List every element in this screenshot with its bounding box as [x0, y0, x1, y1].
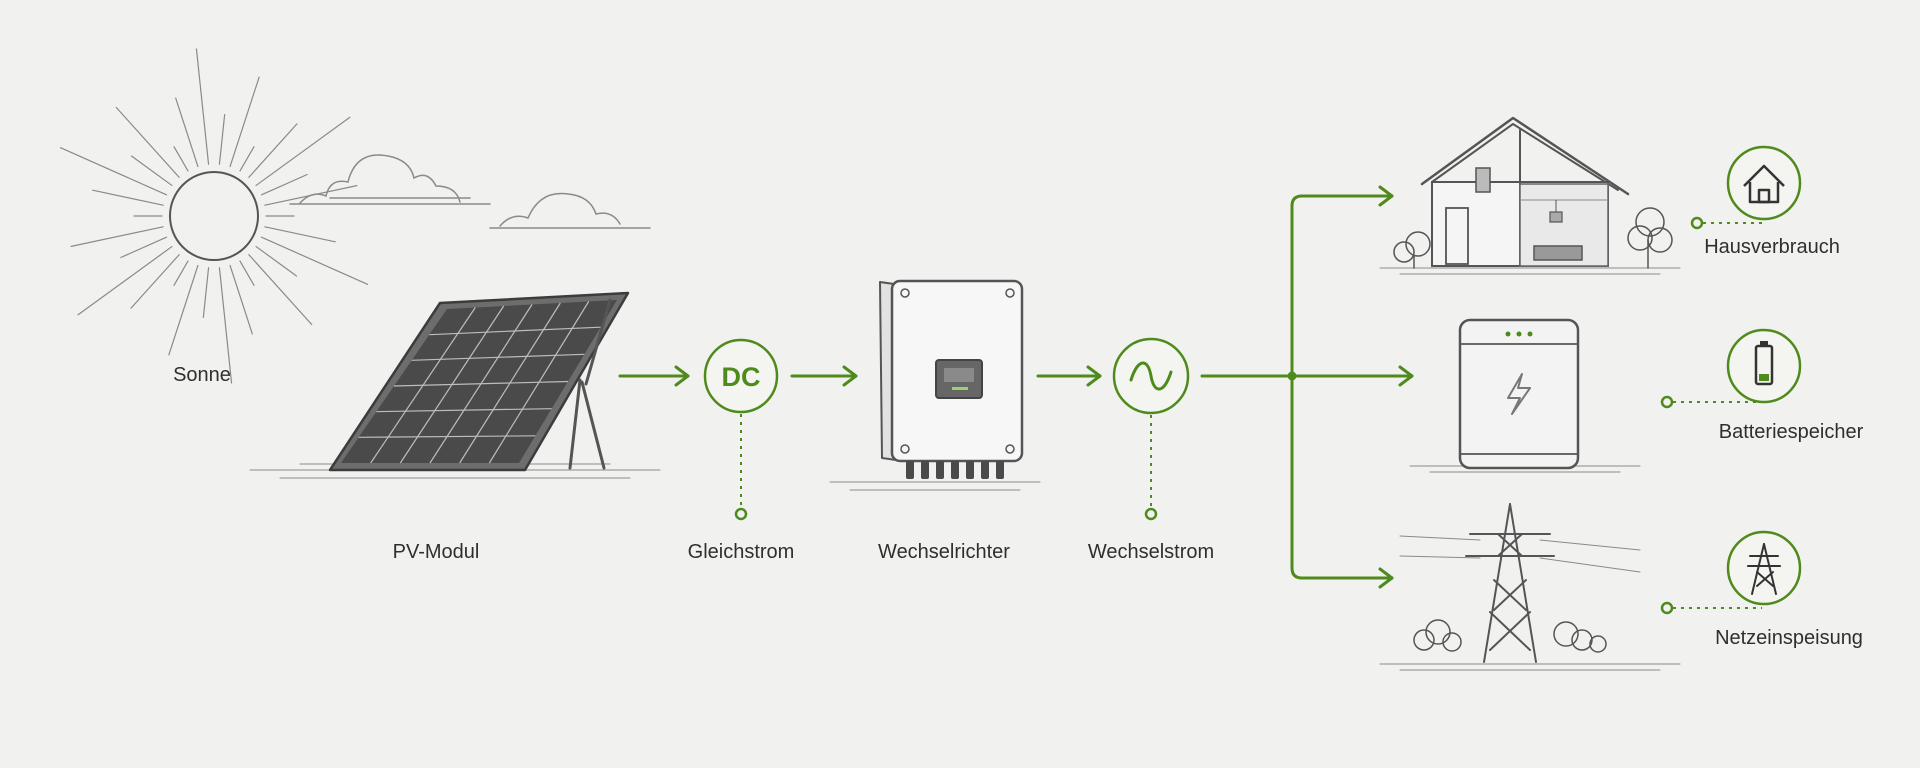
sun-icon	[59, 48, 369, 384]
connector-dot	[734, 507, 748, 521]
connector-dot	[1660, 601, 1674, 615]
power-pylon-illustration	[1379, 503, 1681, 671]
ac-label: Wechselstrom	[1088, 541, 1214, 563]
output-label: Batteriespeicher	[1719, 421, 1864, 443]
connector-dot	[1660, 395, 1674, 409]
battery-storage-illustration	[1409, 318, 1641, 473]
sine-wave-icon	[1129, 361, 1173, 391]
dc-badge: DC	[703, 338, 779, 414]
ac-badge	[1112, 337, 1190, 415]
sun-label: Sonne	[173, 364, 231, 386]
output-house: Hausverbrauch	[1690, 145, 1840, 258]
battery-icon	[1754, 341, 1774, 386]
power-pylon-icon	[1747, 543, 1781, 595]
cloud-icon	[289, 154, 491, 205]
dc-badge-text: DC	[722, 362, 761, 392]
connector-dot	[1144, 507, 1158, 521]
output-grid: Netzeinspeisung	[1660, 530, 1863, 649]
house-illustration	[1379, 116, 1681, 275]
output-label: Hausverbrauch	[1704, 236, 1840, 258]
pv-module-label: PV-Modul	[393, 541, 480, 563]
house-icon	[1743, 164, 1785, 204]
output-label: Netzeinspeisung	[1715, 627, 1863, 649]
inverter-label: Wechselrichter	[878, 541, 1010, 563]
dc-label: Gleichstrom	[688, 541, 795, 563]
branch-flow	[1200, 185, 1414, 589]
connector-dot	[1690, 216, 1704, 230]
output-battery: Batteriespeicher	[1660, 328, 1864, 443]
cloud-icon	[489, 192, 651, 229]
inverter-icon	[829, 279, 1041, 491]
flow-arrow	[790, 365, 858, 387]
flow-arrow	[618, 365, 690, 387]
solar-panel-icon	[249, 291, 661, 479]
flow-arrow	[1036, 365, 1102, 387]
